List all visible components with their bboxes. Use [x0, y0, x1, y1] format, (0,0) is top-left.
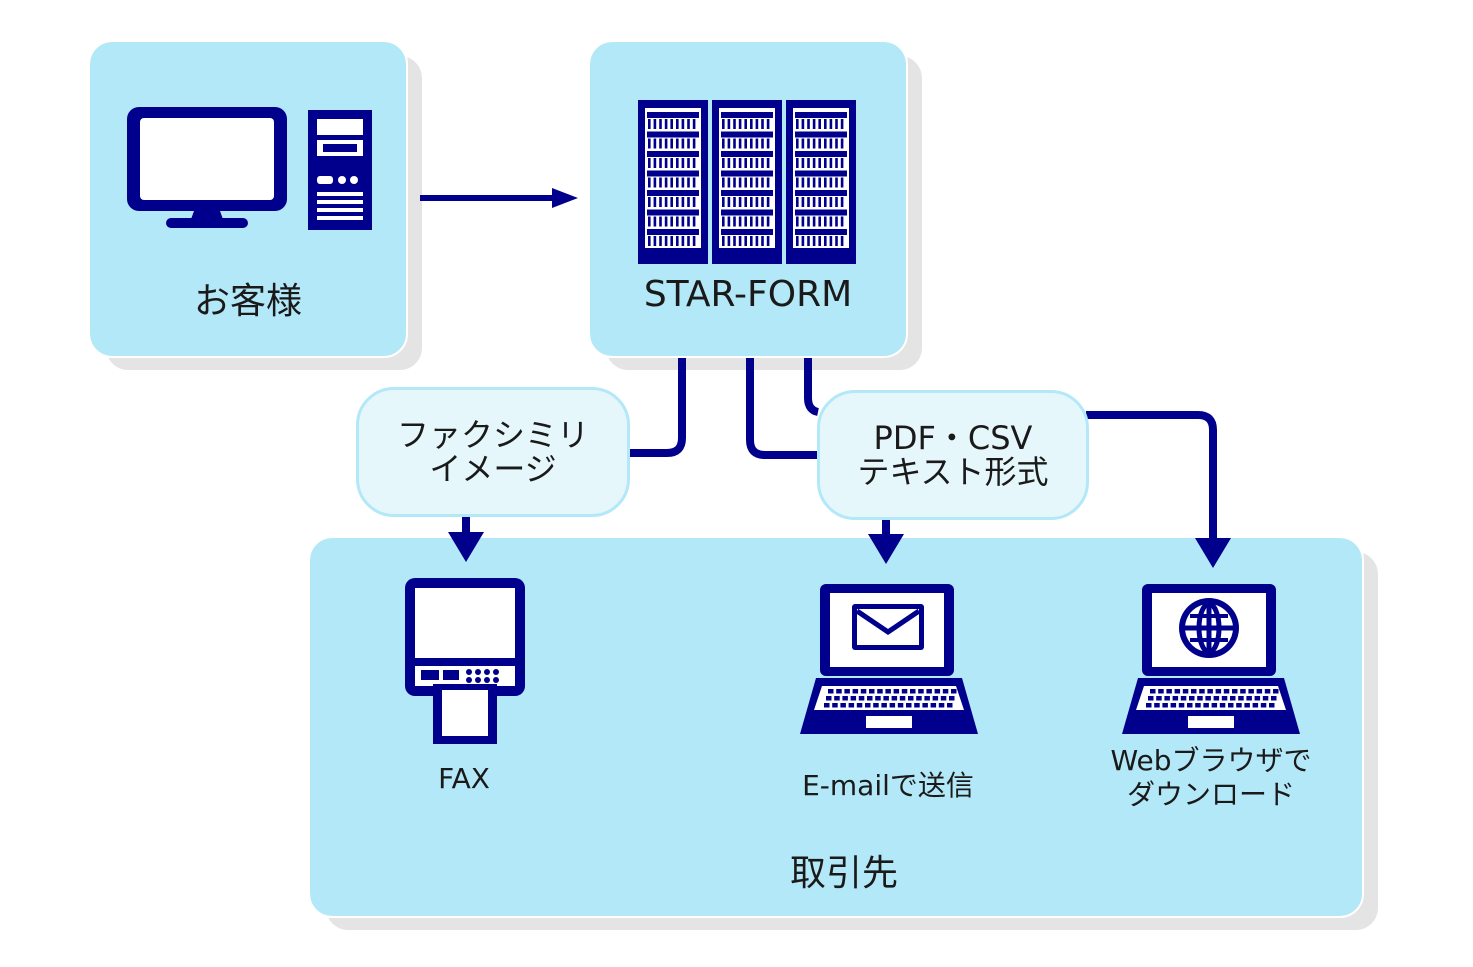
fax-format-to-fax-arrowhead: [448, 532, 484, 562]
laptop-mail-icon: [800, 584, 978, 734]
email-label: E-mailで送信: [802, 769, 974, 802]
server-to-fax-format-line: [628, 358, 686, 457]
fax-machine-icon: [405, 578, 525, 744]
pdf-csv-format-line1: PDF・CSV: [873, 419, 1033, 457]
pdf-to-web-line: [1086, 411, 1217, 540]
pdf-to-email-arrowhead: [868, 534, 904, 564]
laptop-globe-icon: [1122, 584, 1300, 734]
customer-to-server-arrowhead: [552, 188, 578, 208]
desktop-computer-icon: [127, 107, 372, 230]
fax-image-format-line1: ファクシミリ: [396, 416, 589, 454]
fax-image-format-bubble: ファクシミリ イメージ: [356, 387, 630, 517]
server-to-pdf-format-line: [746, 358, 820, 459]
fax-image-format-line2: イメージ: [429, 450, 557, 488]
web-download-line2: ダウンロード: [1126, 778, 1295, 811]
fax-label: FAX: [438, 762, 490, 795]
web-download-label: Webブラウザで ダウンロード: [1080, 744, 1342, 812]
server-label: STAR-FORM: [643, 274, 853, 315]
partner-label: 取引先: [789, 853, 898, 894]
server-rack-icon: [638, 100, 856, 264]
pdf-csv-format-line2: テキスト形式: [857, 453, 1049, 491]
web-download-line1: Webブラウザで: [1110, 744, 1312, 777]
customer-label: お客様: [193, 281, 302, 322]
server-to-pdf-format-line-2: [804, 358, 820, 416]
pdf-to-web-arrowhead: [1195, 538, 1231, 568]
pdf-csv-format-bubble: PDF・CSV テキスト形式: [817, 390, 1089, 520]
